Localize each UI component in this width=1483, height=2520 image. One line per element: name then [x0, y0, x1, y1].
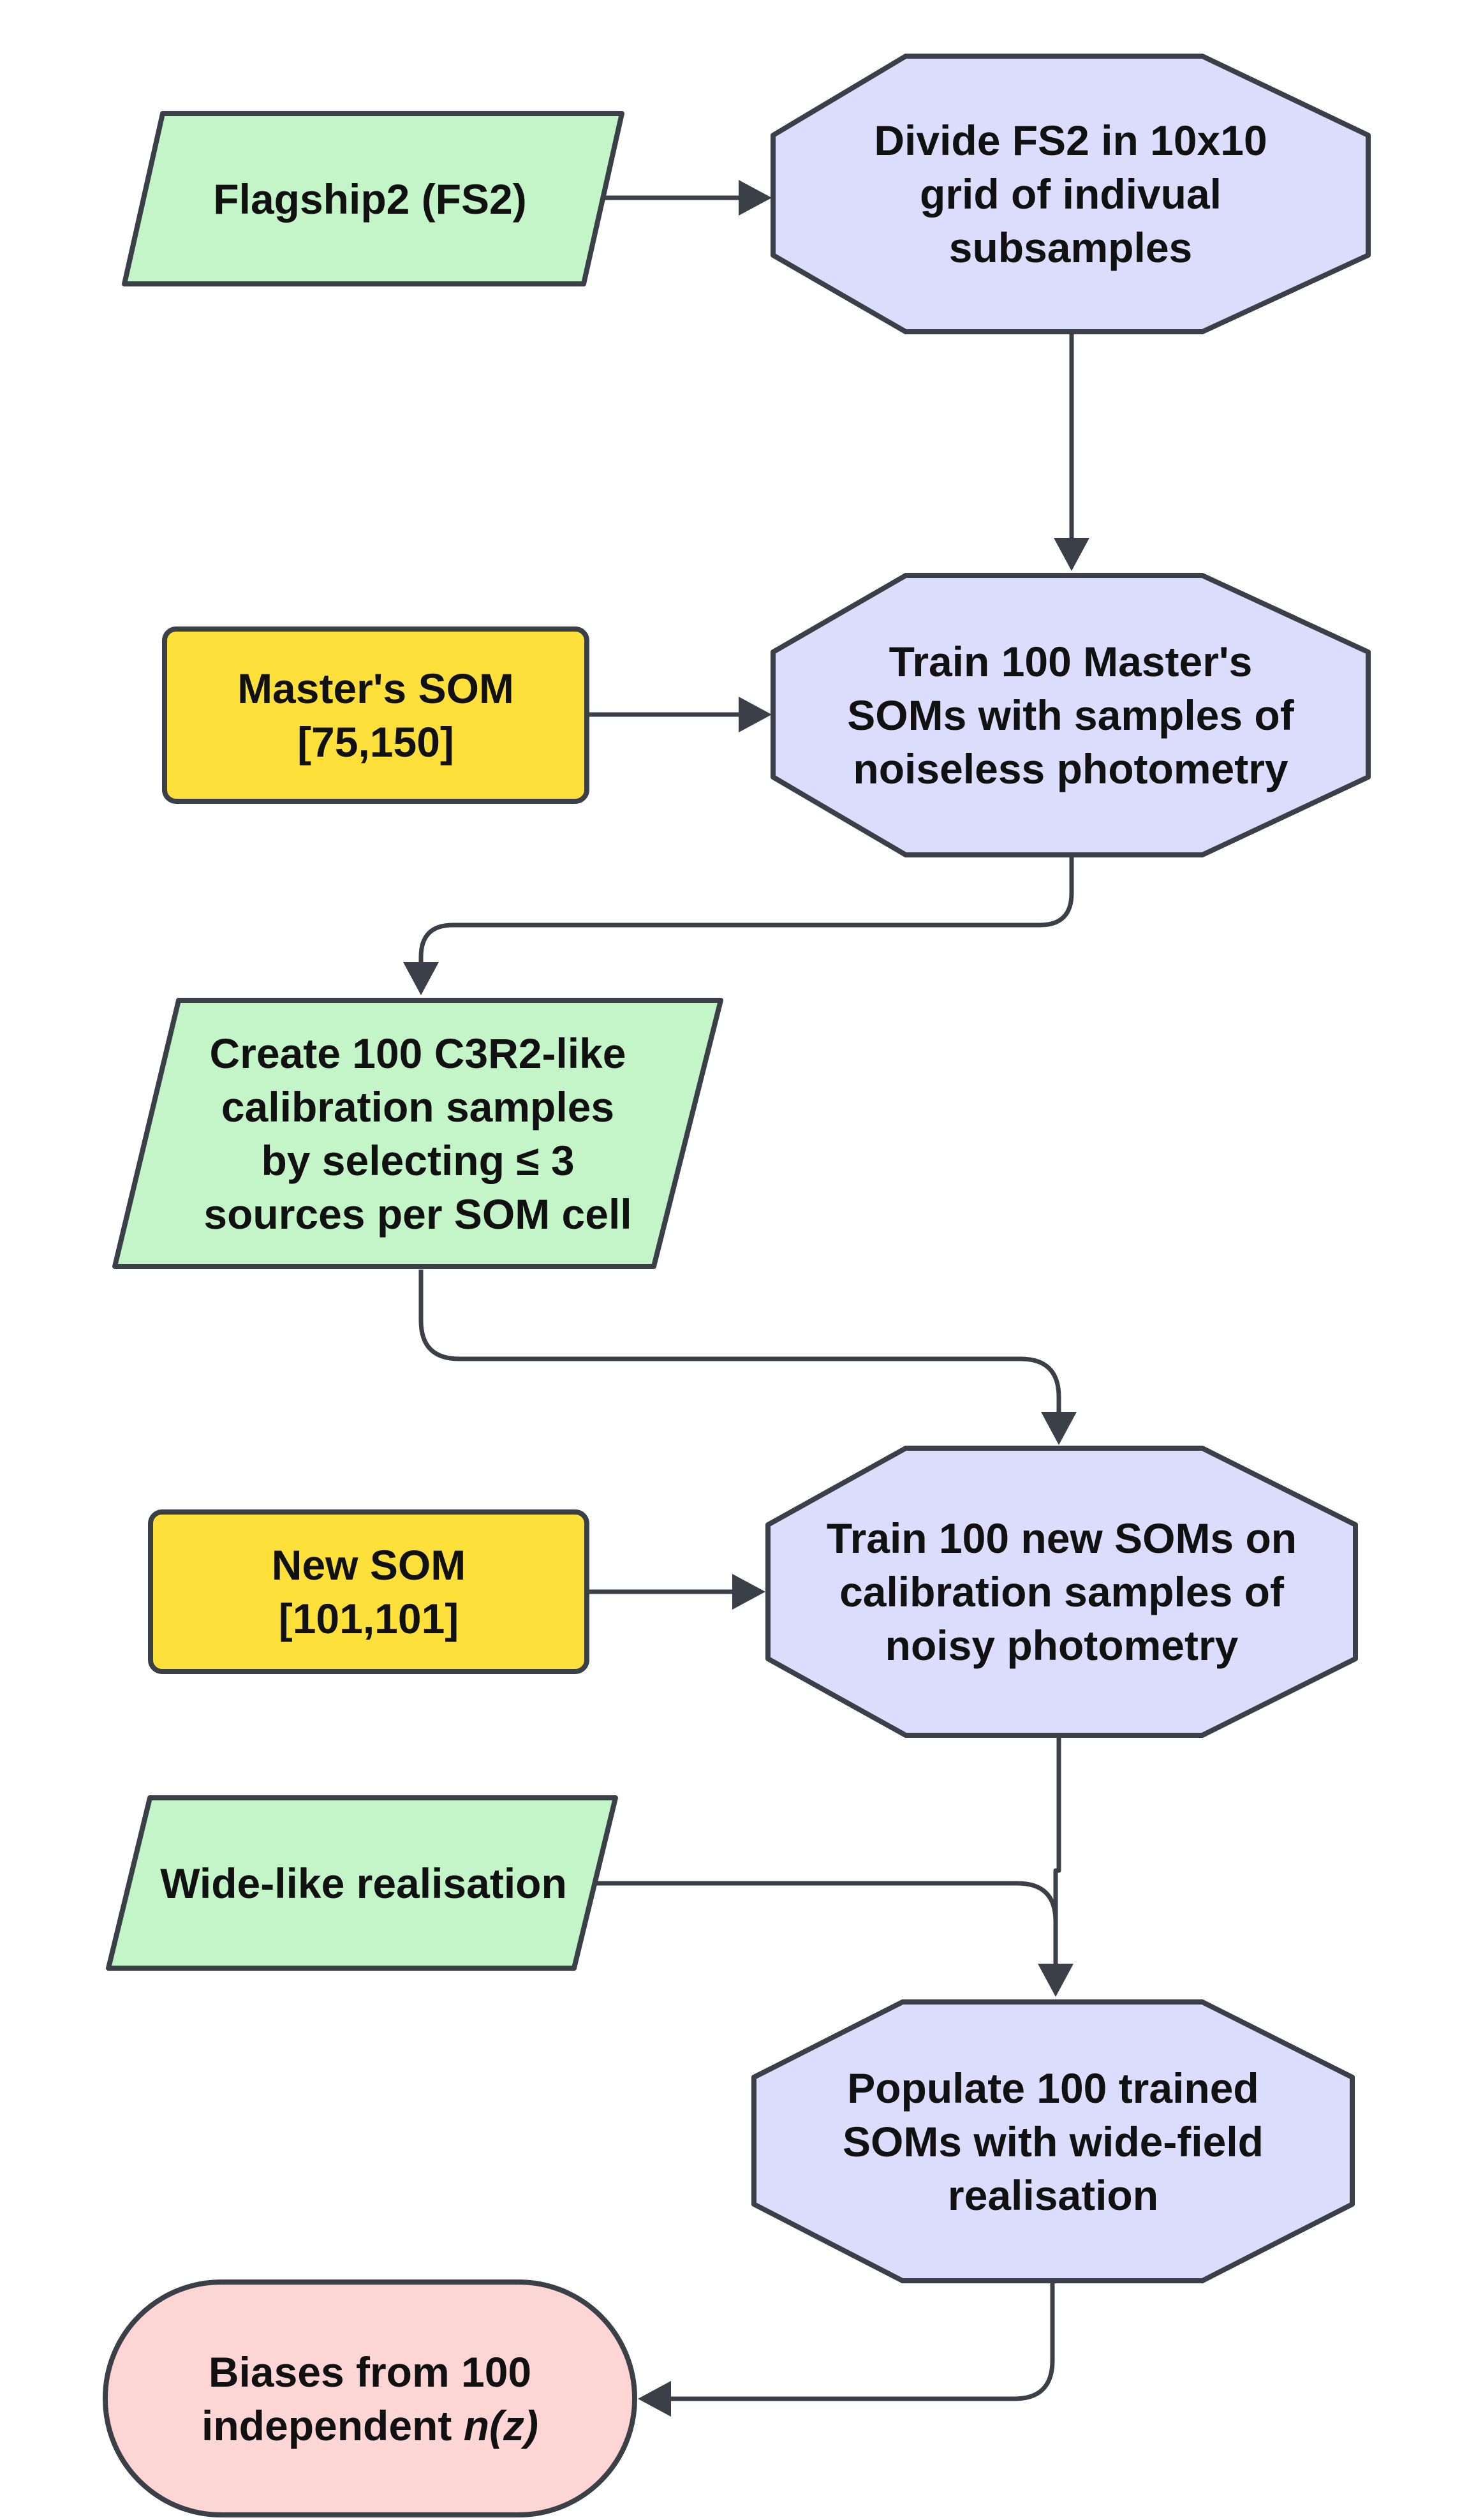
connector-create-to-train-new — [418, 1270, 1061, 1413]
biases-node-shape — [103, 2279, 637, 2517]
create-c3r2-node-shape — [112, 998, 723, 1269]
divide-node-shape — [771, 54, 1371, 334]
wide-like-node-label: Wide-like realisation — [160, 1859, 567, 1907]
new-som-node-label: New SOM [101,101] — [271, 1541, 466, 1642]
arrowhead — [1038, 1964, 1074, 1997]
biases-line-2-prefix: independent — [202, 2401, 464, 2449]
train-master-node-shape — [771, 573, 1371, 857]
connector-wide-like-to-populate — [593, 1881, 1058, 1965]
connector-populate-to-biases — [670, 2281, 1055, 2401]
master-som-node-label: Master's SOM [75,150] — [237, 665, 514, 766]
create-c3r2-node-label: Create 100 C3R2-like calibration samples… — [203, 1029, 632, 1238]
master-som-node-shape — [162, 626, 589, 804]
train-master-node-label: Train 100 Master's SOMs with samples of … — [847, 638, 1294, 792]
biases-node-label: Biases from 100 independent n(z) — [105, 2282, 635, 2515]
flagship-node-label: Flagship2 (FS2) — [213, 175, 527, 223]
arrowhead — [638, 2381, 671, 2417]
train-new-node-shape — [765, 1446, 1358, 1738]
connector-train-master-to-create — [418, 855, 1074, 963]
populate-node-shape — [751, 1999, 1355, 2283]
biases-line-2: independent n(z) — [202, 2399, 538, 2452]
divide-node-label: Divide FS2 in 10x10 grid of indivual sub… — [874, 117, 1267, 271]
train-new-node-label: Train 100 new SOMs on calibration sample… — [826, 1515, 1297, 1669]
arrowhead — [739, 180, 772, 216]
new-som-node-shape — [148, 1509, 589, 1674]
populate-node-label: Populate 100 trained SOMs with wide-fiel… — [842, 2064, 1264, 2219]
nz-math-label: n(z) — [463, 2401, 538, 2449]
arrowhead — [1054, 538, 1089, 571]
biases-line-1: Biases from 100 — [208, 2348, 532, 2396]
wide-like-node-shape — [106, 1795, 618, 1971]
arrowhead — [732, 1574, 765, 1610]
flagship-node-shape — [122, 111, 624, 286]
arrowhead — [739, 697, 772, 732]
arrowhead — [1041, 1412, 1077, 1445]
arrowhead — [403, 962, 439, 995]
